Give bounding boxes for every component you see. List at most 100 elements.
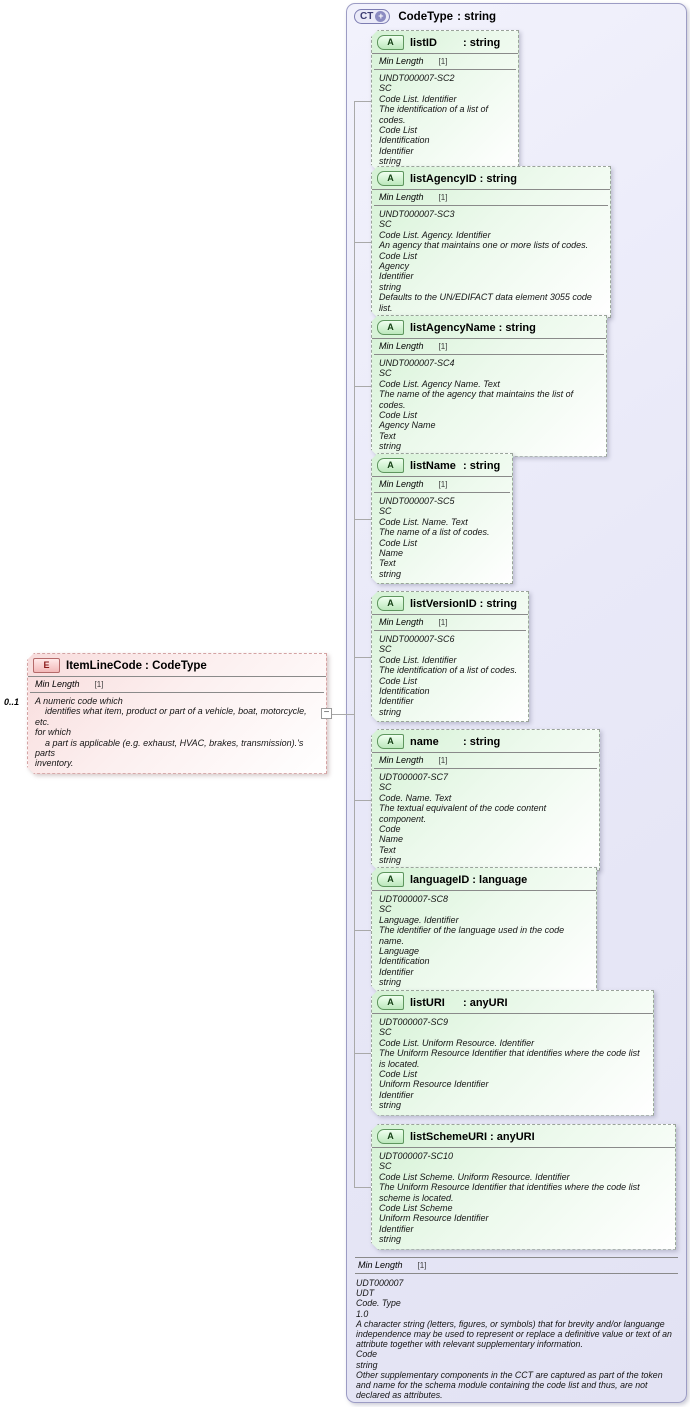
annotation-line: The name of the agency that maintains th… bbox=[379, 389, 574, 410]
annotation-line: Code List. Identifier bbox=[379, 93, 457, 104]
annotation-line: SC bbox=[379, 83, 392, 94]
annotation-line: Identifier bbox=[379, 145, 414, 156]
annotation-line: Identifier bbox=[379, 1089, 414, 1100]
facet-value: [1] bbox=[438, 756, 448, 765]
attribute-type: : string bbox=[463, 735, 501, 748]
annotation-line: SC bbox=[379, 219, 392, 230]
attribute-icon: A bbox=[377, 995, 404, 1010]
annotation-line: Identification bbox=[379, 135, 430, 146]
complex-type-name: CodeType bbox=[398, 10, 454, 23]
annotation-line: Code List bbox=[379, 125, 418, 136]
attribute-icon: A bbox=[377, 458, 404, 473]
attribute-icon: A bbox=[377, 872, 404, 887]
annotation-line: UDT bbox=[356, 1288, 375, 1299]
annotation-line: The identification of a list of codes. bbox=[379, 665, 518, 676]
facet-name: Min Length bbox=[379, 192, 424, 202]
attribute-icon: A bbox=[377, 320, 404, 335]
annotation-line: The name of a list of codes. bbox=[379, 527, 490, 538]
facet-value: [1] bbox=[438, 480, 448, 489]
connector-line bbox=[354, 101, 371, 102]
complex-type-facet-row: Min Length[1] bbox=[355, 1257, 678, 1274]
annotation-line: Code List bbox=[379, 537, 418, 548]
attribute-icon: A bbox=[377, 596, 404, 611]
element-icon: E bbox=[33, 658, 60, 673]
annotation-line: SC bbox=[379, 1027, 392, 1038]
attribute-type: : string bbox=[498, 321, 536, 334]
attribute-name: listName bbox=[410, 459, 456, 472]
attribute-name: listAgencyName bbox=[410, 321, 496, 334]
attribute-name: listAgencyID bbox=[410, 172, 477, 185]
annotation-line: Code bbox=[356, 1349, 378, 1360]
annotation-line: The textual equivalent of the code conte… bbox=[379, 803, 547, 824]
attribute-facet-row: Min Length[1] bbox=[374, 54, 516, 70]
facet-value: [1] bbox=[417, 1261, 427, 1270]
attribute-box: A listAgencyID : string Min Length[1] UN… bbox=[371, 166, 611, 318]
annotation-line: SC bbox=[379, 644, 392, 655]
attribute-name: listURI bbox=[410, 996, 445, 1009]
annotation-line: Code. Type bbox=[356, 1298, 401, 1309]
annotation-line: UDT000007 bbox=[356, 1278, 404, 1288]
attribute-header: A listAgencyID : string bbox=[372, 167, 610, 190]
complex-type-icon: CT + bbox=[354, 9, 391, 24]
collapse-toggle-icon[interactable]: − bbox=[321, 708, 332, 719]
annotation-line: Defaults to the UN/EDIFACT data element … bbox=[379, 292, 592, 313]
annotation-line: The Uniform Resource Identifier that ide… bbox=[379, 1182, 640, 1203]
facet-value: [1] bbox=[94, 680, 104, 689]
element-header: E ItemLineCode : CodeType bbox=[28, 654, 326, 677]
annotation-line: SC bbox=[379, 782, 392, 793]
attribute-facet-row: Min Length [1] bbox=[374, 477, 510, 493]
attribute-box: A listID : string Min Length[1] UNDT0000… bbox=[371, 30, 519, 172]
attribute-type: : anyURI bbox=[490, 1130, 535, 1143]
annotation-line: string bbox=[379, 706, 402, 717]
complex-type-title: CodeType: string bbox=[398, 11, 496, 23]
attribute-box: A listAgencyName : string Min Length[1] … bbox=[371, 315, 607, 457]
attribute-type: : string bbox=[463, 36, 501, 49]
annotation-line: Code. Name. Text bbox=[379, 792, 452, 803]
connector-line bbox=[354, 101, 355, 1187]
element-type: : CodeType bbox=[145, 659, 207, 672]
annotation-line: string bbox=[379, 441, 402, 452]
attribute-type: : string bbox=[479, 597, 517, 610]
annotation-line: Name bbox=[379, 548, 404, 559]
annotation-line: Code List bbox=[379, 675, 418, 686]
facet-name: Min Length bbox=[379, 341, 424, 351]
annotation-line: UNDT000007-SC6 bbox=[379, 634, 455, 644]
annotation-line: string bbox=[379, 1234, 402, 1245]
plus-icon: + bbox=[375, 11, 387, 22]
facet-name: Min Length bbox=[379, 479, 424, 489]
annotation-line: The identification of a list of codes. bbox=[379, 104, 489, 125]
connector-line bbox=[331, 714, 354, 715]
attribute-box: A name : string Min Length[1] UDT000007-… bbox=[371, 729, 600, 871]
annotation-line: string bbox=[379, 568, 402, 579]
attribute-name: languageID bbox=[410, 873, 470, 886]
annotation-line: Uniform Resource Identifier bbox=[379, 1213, 489, 1224]
annotation-line: SC bbox=[379, 506, 392, 517]
connector-line bbox=[354, 657, 371, 658]
annotation-line: string bbox=[379, 281, 402, 292]
annotation-line: Language. Identifier bbox=[379, 914, 459, 925]
facet-value: [1] bbox=[438, 342, 448, 351]
attribute-box: A listName : string Min Length[1] UNDT00… bbox=[371, 453, 513, 584]
annotation-line: Text bbox=[379, 430, 396, 441]
attribute-header: A listURI : anyURI bbox=[372, 991, 653, 1014]
annotation-line: UNDT000007-SC4 bbox=[379, 358, 455, 368]
annotation-line: Name bbox=[379, 834, 404, 845]
attribute-facet-row: Min Length[1] bbox=[374, 753, 597, 769]
annotation-line: SC bbox=[379, 1161, 392, 1172]
facet-name: Min Length bbox=[379, 617, 424, 627]
attribute-type: : anyURI bbox=[463, 996, 508, 1009]
annotation-line: Identifier bbox=[379, 271, 414, 282]
annotation-line: Code List. Agency Name. Text bbox=[379, 378, 500, 389]
attribute-facet-row: Min Length[1] bbox=[374, 615, 526, 631]
annotation-line: Code List. Agency. Identifier bbox=[379, 229, 491, 240]
annotation-line: Other supplementary components in the CC… bbox=[356, 1369, 663, 1401]
annotation-line: SC bbox=[379, 368, 392, 379]
attribute-name: listSchemeURI bbox=[410, 1130, 488, 1143]
attribute-box: A listVersionID : string Min Length[1] U… bbox=[371, 591, 529, 722]
